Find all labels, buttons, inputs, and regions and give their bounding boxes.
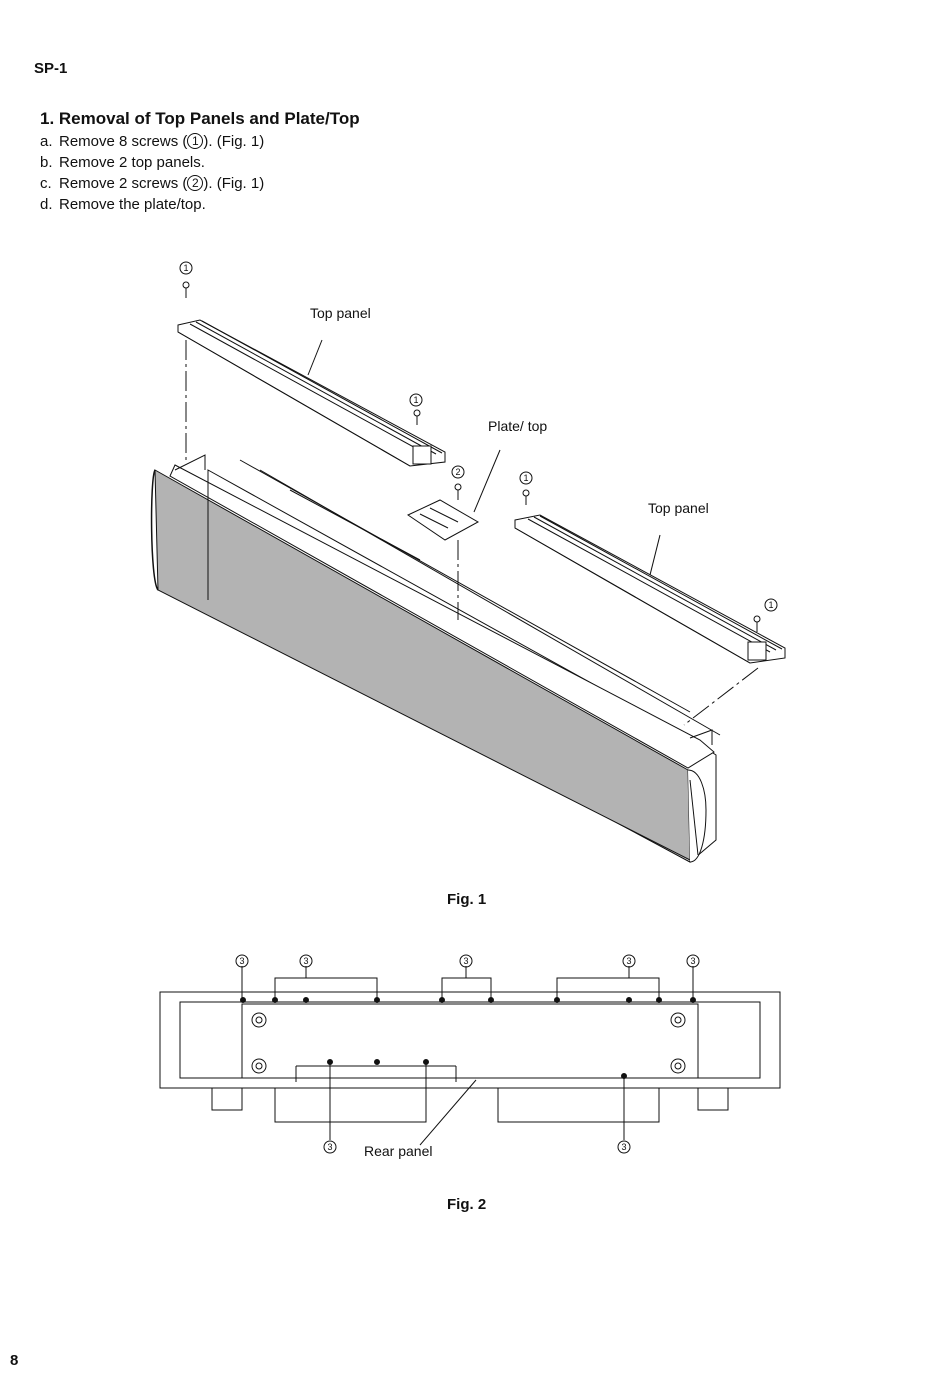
page-number: 8 xyxy=(10,1352,19,1369)
step-text-end: ). (Fig. 1) xyxy=(203,175,265,192)
callout-screw-3: 3 xyxy=(690,956,695,966)
circled-callout: 1 xyxy=(187,133,204,149)
callout-screw-1: 1 xyxy=(413,395,418,405)
callout-screw-3: 3 xyxy=(621,1142,626,1152)
speaker-body xyxy=(150,454,721,863)
step-text: Remove 2 screws ( xyxy=(59,175,188,192)
fig2-caption: Fig. 2 xyxy=(447,1196,487,1213)
model-name: SP-1 xyxy=(34,60,68,77)
callout-screw-1: 1 xyxy=(523,473,528,483)
step-letter: c. xyxy=(40,175,52,192)
step-letter: d. xyxy=(40,196,53,213)
callout-screw-3: 3 xyxy=(463,956,468,966)
rear-leaders xyxy=(241,966,694,1146)
fig2-callouts: 3 3 3 3 3 3 3 xyxy=(235,954,700,1154)
fig1-exploded-diagram: 1 1 2 1 1 Top panel Plate/ top Top panel xyxy=(150,261,786,863)
top-panel-left xyxy=(177,319,446,467)
rear-body xyxy=(159,991,781,1111)
assembly-leaders xyxy=(185,340,759,726)
label-rear-panel: Rear panel xyxy=(364,1143,433,1159)
step-d: d. Remove the plate/top. xyxy=(40,194,264,215)
screw-icons xyxy=(182,281,761,632)
label-plate-top: Plate/ top xyxy=(488,418,547,434)
circled-callout: 2 xyxy=(187,175,204,191)
step-a: a. Remove 8 screws (1). (Fig. 1) xyxy=(40,131,264,152)
label-top-panel-left: Top panel xyxy=(310,305,371,321)
callout-screw-3: 3 xyxy=(327,1142,332,1152)
step-text-end: ). (Fig. 1) xyxy=(203,133,265,150)
step-letter: b. xyxy=(40,154,53,171)
top-panel-right xyxy=(514,514,786,664)
step-text: Remove the plate/top. xyxy=(59,196,206,213)
step-c: c. Remove 2 screws (2). (Fig. 1) xyxy=(40,173,264,194)
plate-top xyxy=(406,449,501,541)
fig1-caption: Fig. 1 xyxy=(447,891,487,908)
callout-screw-2: 2 xyxy=(455,467,460,477)
step-text: Remove 8 screws ( xyxy=(59,133,188,150)
callout-screw-3: 3 xyxy=(303,956,308,966)
step-letter: a. xyxy=(40,133,53,150)
callout-screw-3: 3 xyxy=(239,956,244,966)
callout-screw-3: 3 xyxy=(626,956,631,966)
step-b: b. Remove 2 top panels. xyxy=(40,152,264,173)
steps-list: a.Remove 8 screws (1). (Fig. 1) b.Remove… xyxy=(40,131,264,215)
callout-screw-1: 1 xyxy=(183,263,188,273)
callout-screw-1: 1 xyxy=(768,600,773,610)
fig1-callouts: 1 1 2 1 1 xyxy=(179,261,778,612)
label-top-panel-right: Top panel xyxy=(648,500,709,516)
section-title: 1. Removal of Top Panels and Plate/Top xyxy=(40,109,360,128)
step-text: Remove 2 top panels. xyxy=(59,154,205,171)
